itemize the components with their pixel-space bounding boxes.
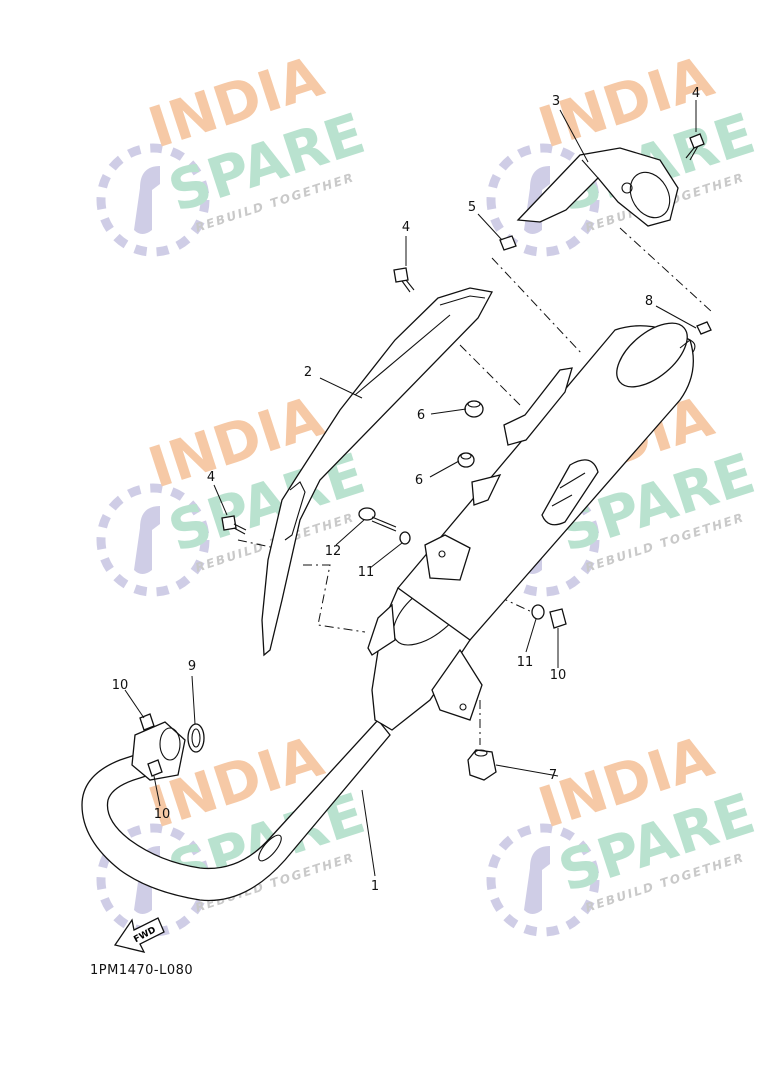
callout-11-lower: 11: [517, 655, 534, 670]
nut-top-right: [696, 321, 712, 335]
callout-10-flange-upper: 10: [112, 678, 129, 693]
nut-lower: [549, 608, 567, 629]
callout-labels: 1 2 3 4 4 4 5 6 6 7 8 9 10 10 10 11 11 1…: [112, 86, 700, 894]
callout-8: 8: [645, 294, 653, 309]
bolt-heat-shield-left: [221, 515, 247, 535]
muffler-assembly: [81, 322, 696, 902]
gasket-ring: [187, 723, 205, 753]
leader-lines: [124, 100, 697, 877]
diagram-code: 1PM1470-L080: [90, 963, 194, 978]
washer-lower: [531, 604, 545, 620]
watermark: INDIA SPARE REBUILD TOGETHER: [96, 44, 372, 257]
small-parts: [139, 133, 712, 781]
long-bolt: [358, 507, 397, 532]
watermark: INDIA SPARE REBUILD TOGETHER: [96, 384, 372, 597]
washer-upper: [399, 531, 411, 545]
watermark-logo-icon: [96, 483, 210, 597]
callout-1: 1: [371, 879, 379, 894]
damper-lower: [457, 452, 475, 468]
callout-5: 5: [468, 200, 476, 215]
collar-part: [499, 235, 517, 251]
heat-shield: [261, 287, 493, 657]
bolt-top-right: [685, 133, 705, 161]
callout-3: 3: [552, 94, 560, 109]
flange-nut-lower: [147, 759, 163, 777]
assembly-guide-lines: [237, 227, 713, 745]
callout-4-top-right: 4: [692, 86, 700, 101]
callout-2: 2: [304, 365, 312, 380]
callout-10-nut: 10: [550, 668, 567, 683]
callout-11-upper: 11: [358, 565, 375, 580]
forward-direction-arrow: FWD: [113, 917, 165, 953]
watermark: INDIA SPARE REBUILD TOGETHER: [486, 724, 762, 937]
watermark-logo-icon: [486, 823, 600, 937]
callout-9: 9: [188, 659, 196, 674]
callout-6-lower: 6: [415, 473, 423, 488]
watermark-logo-icon: [96, 143, 210, 257]
callout-4-heat-shield-left: 4: [207, 470, 215, 485]
damper-upper: [464, 400, 484, 418]
callout-12: 12: [325, 544, 342, 559]
muffler-end-protector: [516, 147, 679, 227]
bolt-heat-shield-top: [393, 267, 415, 293]
callout-7: 7: [549, 768, 557, 783]
damper-bottom: [467, 749, 497, 781]
callout-6-upper: 6: [417, 408, 425, 423]
callout-10-flange-lower: 10: [154, 807, 171, 822]
callout-4-heat-shield-top: 4: [402, 220, 410, 235]
